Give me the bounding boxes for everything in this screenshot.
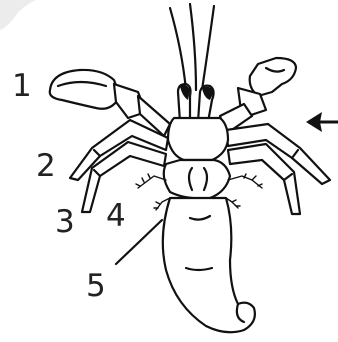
left-cheliped bbox=[50, 70, 170, 136]
label-3: 3 bbox=[55, 204, 75, 240]
right-cheliped bbox=[220, 58, 296, 134]
carapace-shield bbox=[168, 118, 228, 160]
label-4: 4 bbox=[106, 198, 126, 234]
label-2: 2 bbox=[36, 148, 56, 184]
arrow-icon bbox=[306, 112, 338, 132]
carapace-posterior bbox=[164, 160, 230, 198]
antenna-right-inner bbox=[190, 4, 196, 90]
label-1: 1 bbox=[12, 68, 32, 104]
antenna-right-outer bbox=[202, 6, 214, 90]
right-walking-legs bbox=[226, 124, 330, 214]
antenna-left bbox=[170, 8, 186, 90]
abdomen bbox=[163, 198, 255, 332]
label-5: 5 bbox=[86, 268, 106, 304]
corner-shading bbox=[0, 0, 36, 30]
